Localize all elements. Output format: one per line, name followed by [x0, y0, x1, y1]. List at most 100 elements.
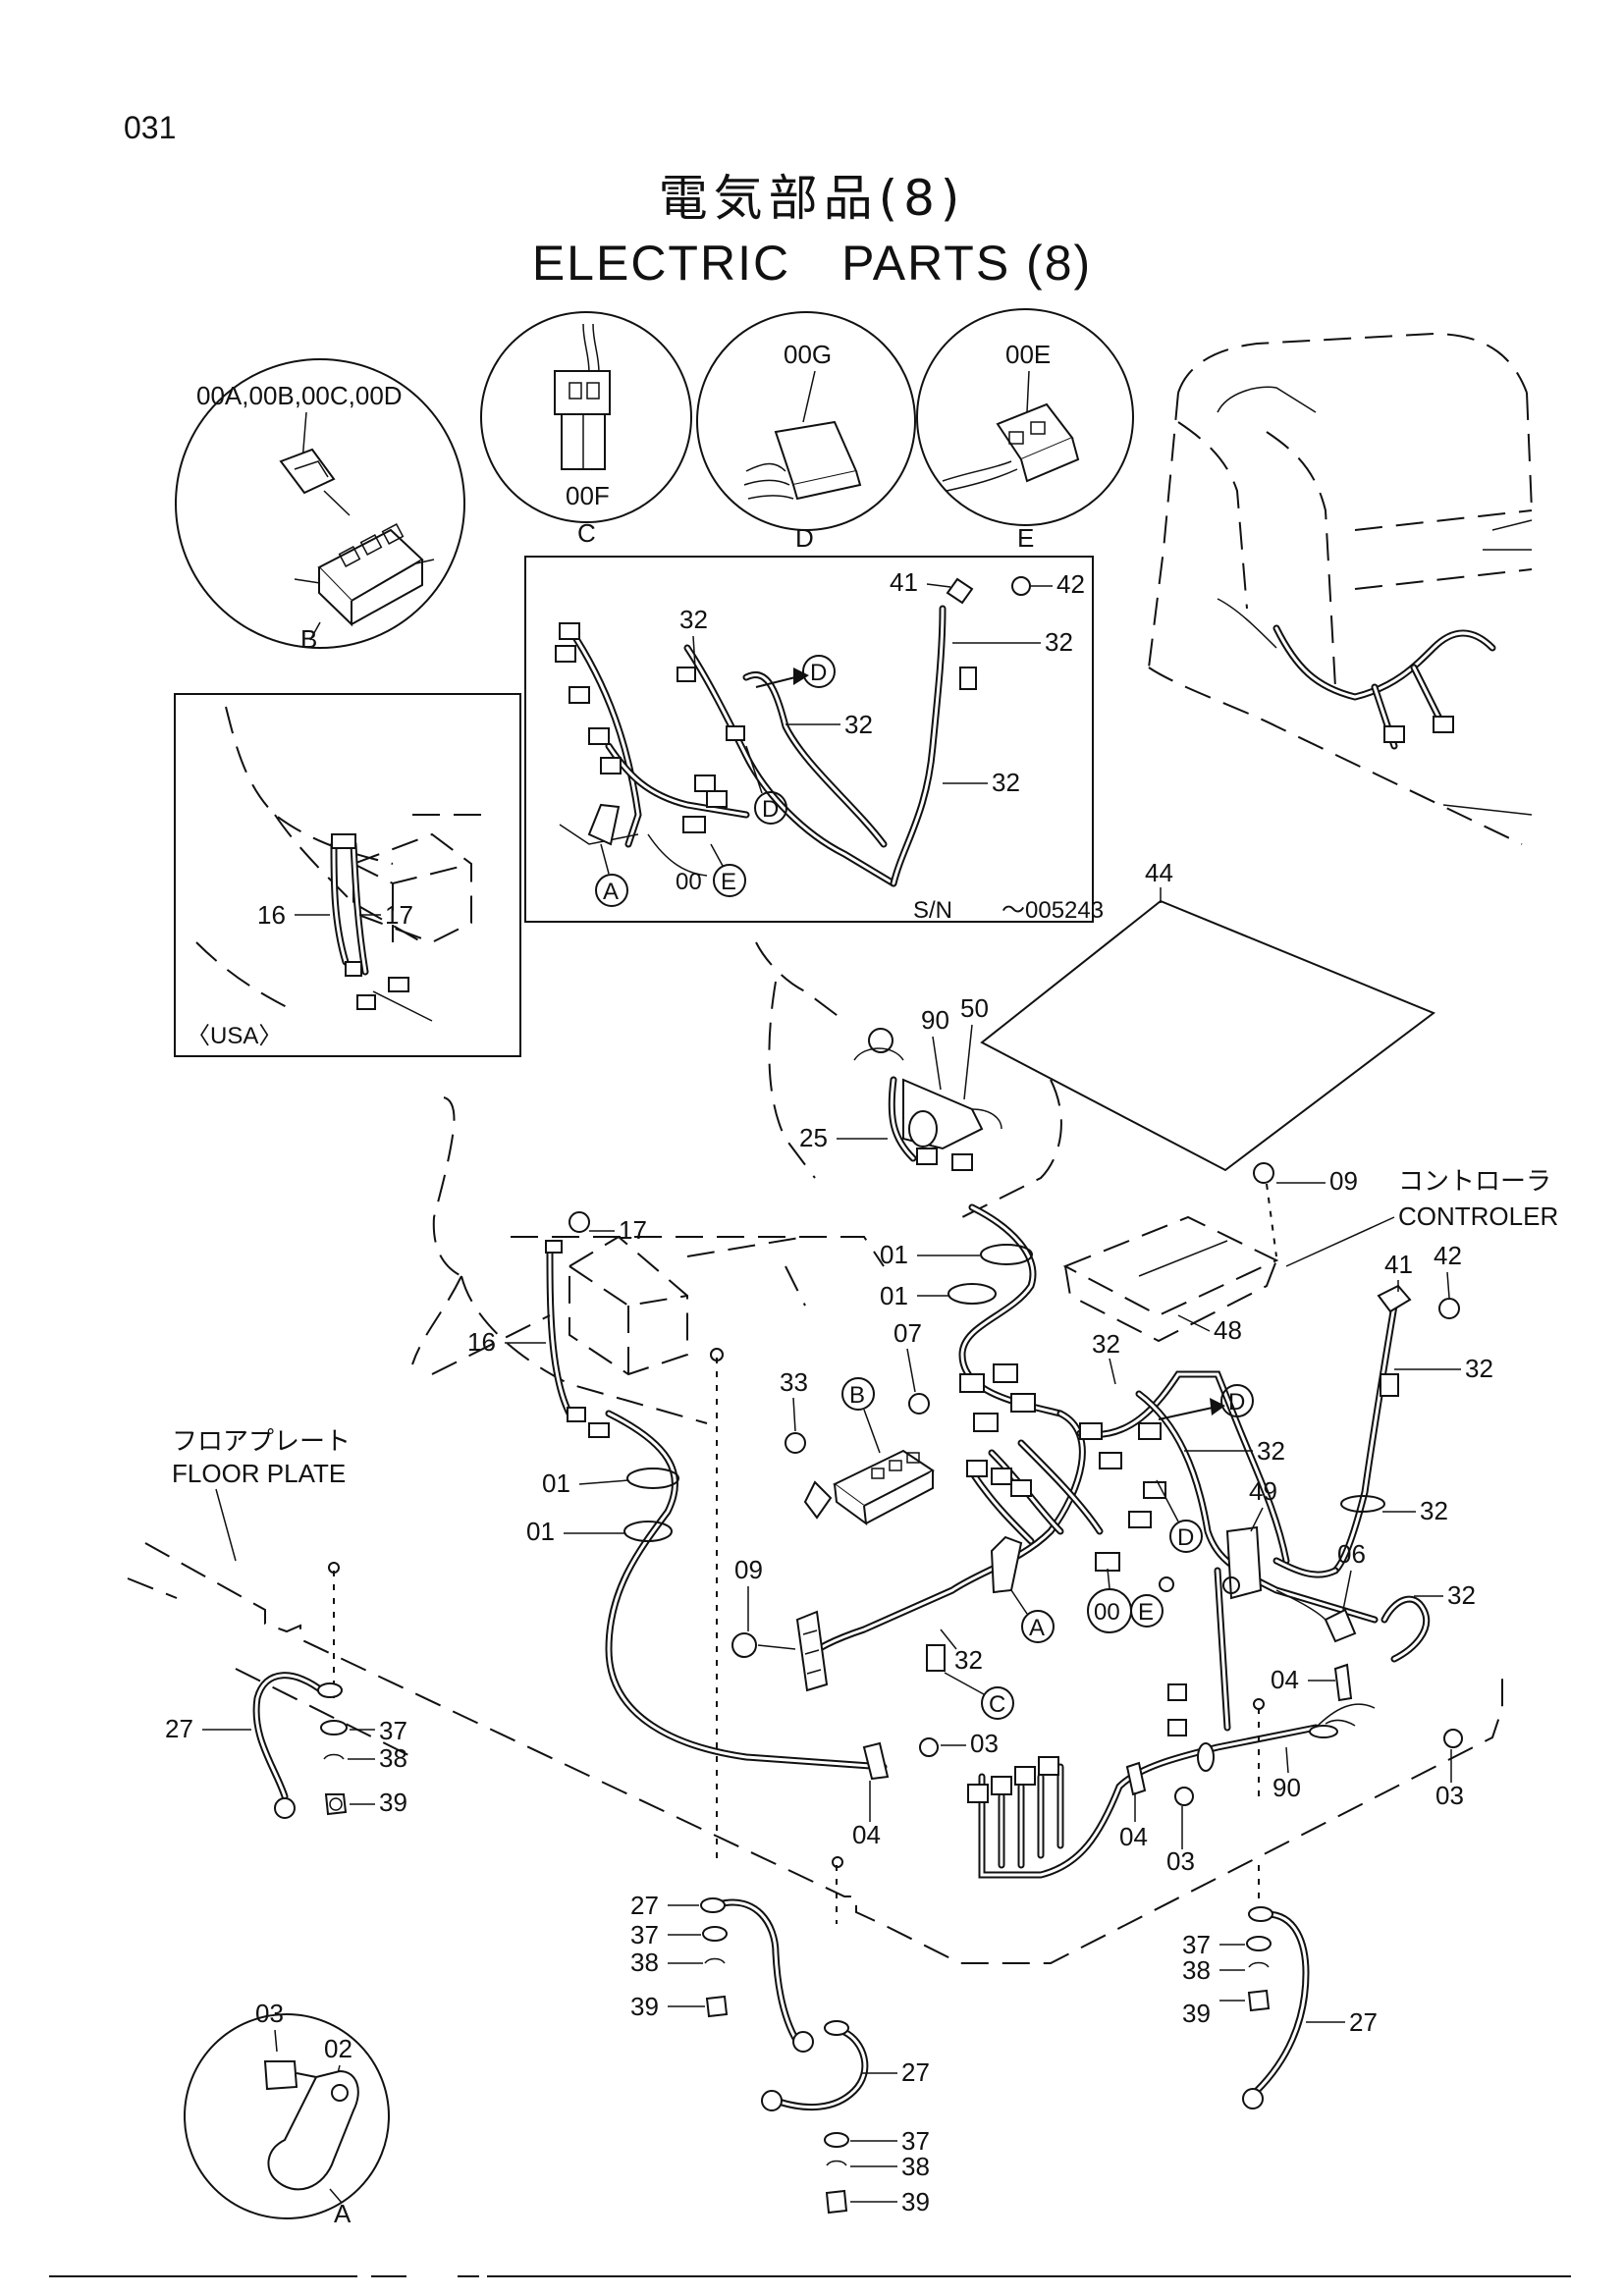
inset-part-32-d: 32 — [992, 768, 1020, 797]
detail-view-a: 03 02 A — [184, 1999, 390, 2228]
callout-d-lower: D — [1177, 1524, 1194, 1551]
part-33: 33 — [780, 1367, 808, 1397]
ground-cable-right — [1242, 1906, 1310, 2109]
floor-plate: フロアプレート FLOOR PLATE — [127, 1236, 1503, 1964]
part-01-b: 01 — [880, 1281, 908, 1310]
detail-a-part-02: 02 — [324, 2034, 352, 2063]
part-03-b: 03 — [1166, 1846, 1195, 1876]
fuse-holder-area: 90 50 25 — [755, 941, 1062, 1218]
ground-cable-left — [252, 1672, 348, 1819]
part-37-center-lower: 37 — [901, 2126, 930, 2156]
controller-label-japanese: コントローラ — [1398, 1166, 1551, 1196]
callout-d-upper: D — [1228, 1389, 1245, 1415]
detail-view-c: 00F C — [480, 311, 692, 548]
part-27-right: 27 — [1349, 2007, 1378, 2037]
inset-usa-detail: 16 17 〈USA〉 — [174, 693, 521, 1057]
part-39-right: 39 — [1182, 1999, 1211, 2028]
footer-rule-2 — [371, 2275, 406, 2277]
detail-a-letter: A — [334, 2199, 352, 2228]
part-16: 16 — [467, 1327, 496, 1357]
floor-plate-label-english: FLOOR PLATE — [172, 1459, 346, 1488]
part-27-center-lower: 27 — [901, 2057, 930, 2087]
part-38-right: 38 — [1182, 1955, 1211, 1985]
part-32-b: 32 — [1257, 1436, 1285, 1466]
part-17: 17 — [619, 1215, 647, 1245]
inset-part-42: 42 — [1056, 569, 1085, 599]
operator-cab — [1148, 332, 1533, 845]
inset-part-41: 41 — [890, 567, 918, 597]
part-41: 41 — [1384, 1250, 1413, 1279]
callout-code-00: 00 — [1094, 1599, 1120, 1626]
part-48: 49 — [1249, 1476, 1277, 1506]
part-01-d: 01 — [526, 1517, 555, 1546]
part-45: 48 — [1214, 1315, 1242, 1345]
detail-view-d: 00G D — [696, 311, 916, 553]
ground-cable-center-lower — [761, 2020, 869, 2215]
callout-e: E — [1138, 1599, 1154, 1626]
part-42: 42 — [1434, 1241, 1462, 1270]
footer-rule-3 — [458, 2275, 479, 2277]
part-06-b: 04 — [1119, 1822, 1148, 1851]
part-06-a: 04 — [1271, 1665, 1299, 1694]
usa-region-label: 〈USA〉 — [187, 1023, 282, 1049]
part-32-d: 32 — [1420, 1496, 1448, 1525]
detail-c-code: 00F — [566, 481, 610, 510]
inset-code-00: 00 — [676, 869, 702, 895]
part-09: 07 — [893, 1318, 922, 1348]
inset-part-32-b: 32 — [844, 710, 873, 739]
part-07: 06 — [1337, 1539, 1366, 1569]
inset-serial-value: ～005243 — [1001, 897, 1104, 924]
detail-a-part-03: 03 — [255, 1999, 284, 2028]
part-01-c: 01 — [542, 1468, 570, 1498]
callout-c: C — [989, 1691, 1005, 1718]
part-25: 25 — [799, 1123, 828, 1152]
footer-rule-4 — [487, 2275, 1571, 2277]
detail-e-code: 00E — [1005, 340, 1051, 369]
part-number-labels: 01 01 01 01 07 33 32 32 32 32 32 32 41 4… — [165, 1240, 1493, 2216]
ground-cable-center-upper — [700, 1897, 814, 2053]
part-03-c: 03 — [1435, 1781, 1464, 1810]
part-32-a: 32 — [1092, 1329, 1120, 1359]
battery-area: 17 16 — [411, 1096, 885, 1438]
part-10-controller: 09 — [1329, 1166, 1358, 1196]
part-27-center: 27 — [630, 1891, 659, 1920]
inset-part-32-c: 32 — [1045, 627, 1073, 657]
part-27-left: 27 — [165, 1714, 193, 1743]
detail-c-letter: C — [577, 518, 596, 548]
part-49: 50 — [960, 993, 989, 1023]
controller-unit: 09 48 コントローラ CONTROLER — [1062, 1162, 1558, 1345]
panel-44: 44 — [980, 858, 1436, 1172]
inset-serial-label: S/N — [913, 897, 952, 924]
part-44: 44 — [1145, 858, 1173, 887]
callout-b: B — [849, 1382, 865, 1409]
main-callouts: B D D A C 00 E — [841, 1377, 1254, 1720]
detail-d-code: 00G — [784, 340, 832, 369]
part-39-left: 39 — [379, 1788, 407, 1817]
usa-part-17: 17 — [385, 900, 413, 930]
part-01-a: 01 — [880, 1240, 908, 1269]
inset-callout-d-upper: D — [810, 660, 827, 686]
part-32-f: 32 — [954, 1645, 983, 1675]
part-04: 04 — [852, 1820, 881, 1849]
detail-b-letter: B — [300, 624, 317, 654]
part-38-center-lower: 38 — [901, 2152, 930, 2181]
part-10: 09 — [734, 1555, 763, 1584]
page-number: 031 — [124, 110, 177, 145]
part-39-center: 39 — [630, 1992, 659, 2021]
part-39-center-lower: 39 — [901, 2187, 930, 2216]
part-37-right: 37 — [1182, 1930, 1211, 1959]
page-title-english: ELECTRIC PARTS (8) — [531, 236, 1093, 291]
part-32-e: 32 — [1447, 1580, 1476, 1610]
part-32-c: 32 — [1465, 1354, 1493, 1383]
detail-view-b: 00A,00B,00C,00D B — [175, 358, 465, 654]
detail-b-label: 00A,00B,00C,00D — [196, 381, 403, 410]
inset-serial-detail: A 00 E D D 32 32 41 42 32 32 S/N — [524, 556, 1104, 924]
inset-part-32-a: 32 — [679, 605, 708, 634]
floor-plate-label-japanese: フロアプレート — [172, 1426, 351, 1456]
usa-part-16: 16 — [257, 900, 286, 930]
part-37-left: 37 — [379, 1716, 407, 1745]
page-title-japanese: 電気部品(8) — [658, 170, 966, 227]
inset-callout-e: E — [721, 869, 736, 895]
callout-a: A — [1029, 1615, 1045, 1641]
